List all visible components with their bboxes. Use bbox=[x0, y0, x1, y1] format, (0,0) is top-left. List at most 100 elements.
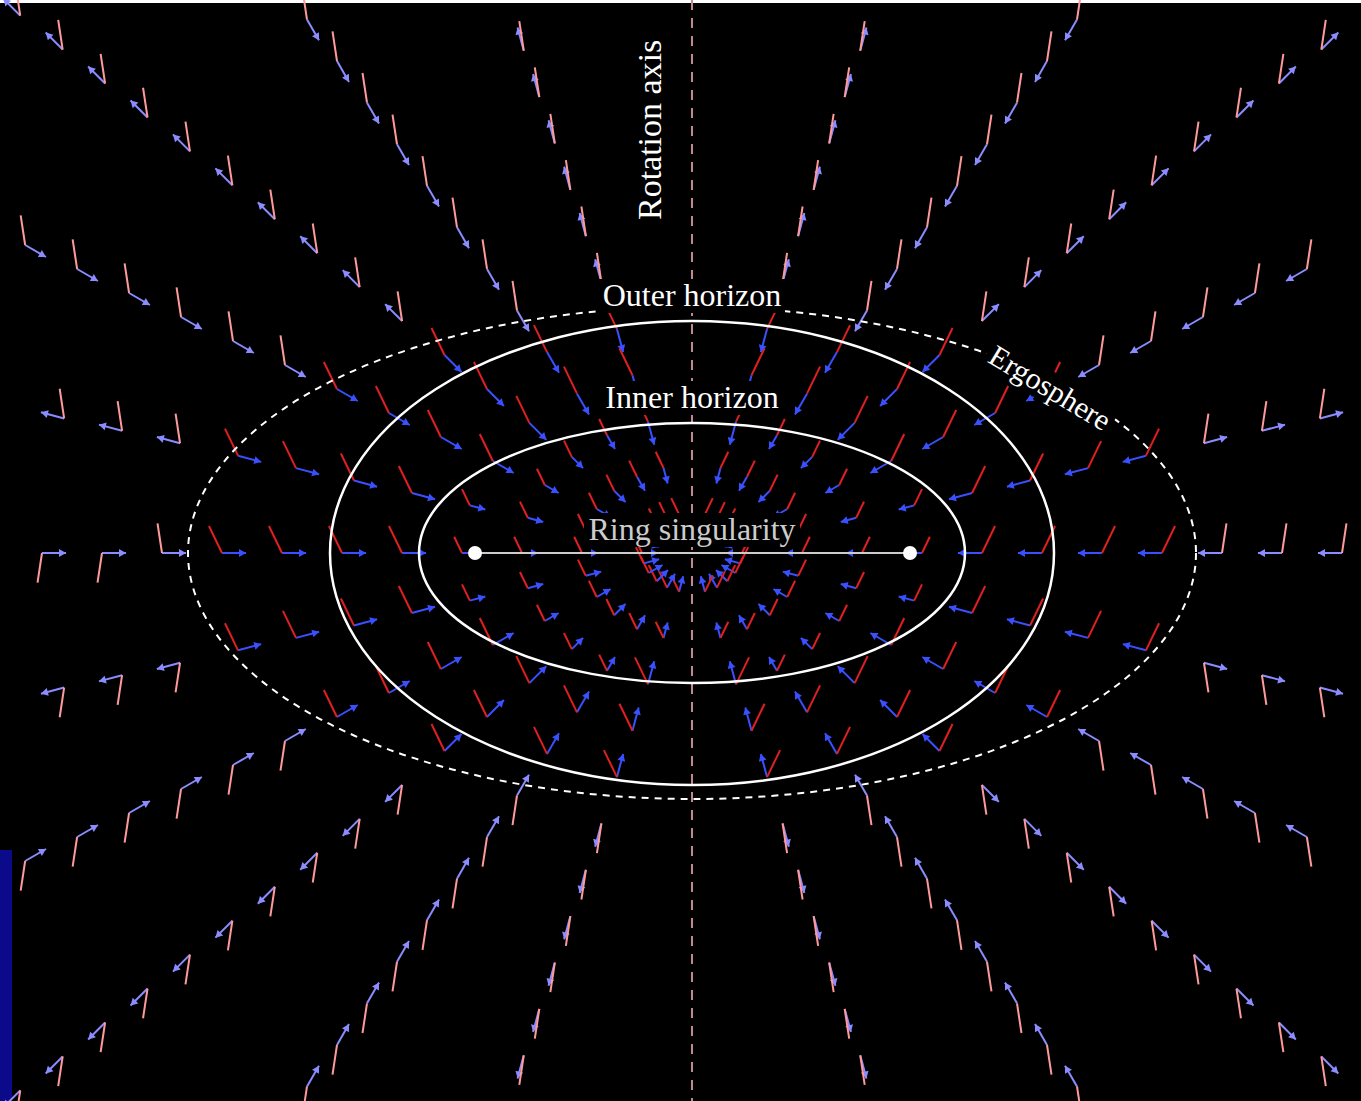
arrow-head bbox=[432, 199, 439, 207]
arrow-head bbox=[539, 666, 547, 674]
time-direction bbox=[393, 962, 397, 992]
arrow-head bbox=[359, 549, 366, 557]
null-ray bbox=[1026, 705, 1047, 717]
arrow-head bbox=[1078, 370, 1086, 377]
arrow-head bbox=[654, 565, 662, 572]
time-direction bbox=[807, 367, 820, 394]
time-direction bbox=[720, 622, 728, 638]
time-direction bbox=[1077, 0, 1081, 20]
time-direction bbox=[982, 785, 986, 815]
time-direction bbox=[333, 31, 337, 61]
null-ray bbox=[922, 657, 943, 669]
time-direction bbox=[897, 837, 901, 867]
arrow-head bbox=[638, 483, 645, 491]
arrow-head bbox=[343, 270, 351, 278]
null-ray bbox=[307, 1066, 319, 1087]
arrow-head bbox=[1246, 100, 1254, 108]
time-direction bbox=[229, 311, 233, 341]
arrow-head bbox=[1182, 777, 1190, 784]
time-direction bbox=[656, 452, 664, 468]
arrow-head bbox=[253, 456, 261, 464]
time-direction bbox=[428, 410, 441, 437]
arrow-head bbox=[1065, 630, 1073, 638]
time-direction bbox=[363, 1003, 367, 1033]
time-direction bbox=[519, 1055, 523, 1085]
time-direction bbox=[423, 156, 427, 186]
time-direction bbox=[1047, 1045, 1051, 1075]
time-direction bbox=[537, 605, 545, 621]
null-ray bbox=[129, 293, 150, 305]
arrow-head bbox=[759, 344, 767, 352]
time-direction bbox=[1017, 73, 1021, 103]
time-direction bbox=[783, 253, 787, 283]
arrow-head bbox=[974, 418, 982, 425]
time-direction bbox=[1088, 441, 1101, 468]
arrow-head bbox=[342, 1024, 349, 1032]
time-direction bbox=[60, 688, 64, 718]
null-ray bbox=[487, 700, 504, 717]
arrow-head bbox=[949, 605, 957, 613]
arrow-head bbox=[402, 681, 410, 688]
arrow-head bbox=[372, 115, 379, 123]
time-direction bbox=[837, 727, 850, 754]
arrow-head bbox=[870, 633, 878, 640]
time-direction bbox=[1047, 690, 1060, 717]
time-direction bbox=[860, 1055, 864, 1085]
time-direction bbox=[656, 622, 664, 638]
arrow-head bbox=[90, 825, 98, 832]
time-direction bbox=[867, 281, 871, 311]
time-direction bbox=[807, 685, 820, 712]
time-direction bbox=[1099, 741, 1103, 771]
time-direction bbox=[597, 823, 601, 853]
null-ray bbox=[233, 753, 254, 765]
singularity-dot bbox=[468, 546, 482, 560]
arrow-head bbox=[142, 801, 150, 808]
arrow-head bbox=[492, 816, 499, 824]
time-direction bbox=[118, 401, 122, 431]
arrow-head bbox=[758, 604, 766, 612]
null-ray bbox=[427, 899, 439, 920]
horizon-label: Inner horizon bbox=[601, 381, 782, 415]
arrow-head bbox=[1161, 930, 1169, 938]
arrow-head bbox=[603, 589, 611, 596]
arrow-head bbox=[975, 941, 982, 949]
time-direction bbox=[324, 362, 337, 389]
arrow-head bbox=[1018, 549, 1025, 557]
time-direction bbox=[1102, 526, 1115, 553]
arrow-head bbox=[838, 666, 846, 674]
time-direction bbox=[845, 1009, 849, 1039]
time-direction bbox=[1146, 429, 1159, 456]
null-ray bbox=[1182, 777, 1203, 789]
time-direction bbox=[483, 239, 487, 269]
arrow-head bbox=[343, 828, 351, 836]
arrow-head bbox=[714, 476, 722, 484]
time-direction bbox=[802, 537, 810, 553]
arrow-head bbox=[1123, 456, 1131, 464]
axis-label: Rotation axis bbox=[632, 36, 668, 224]
time-direction bbox=[462, 489, 470, 505]
arrow-head bbox=[522, 775, 529, 783]
time-direction bbox=[943, 642, 956, 669]
time-direction bbox=[914, 584, 922, 600]
null-ray bbox=[838, 666, 855, 683]
arrow-head bbox=[991, 304, 999, 312]
arrow-head bbox=[783, 570, 791, 578]
time-direction bbox=[303, 1086, 307, 1101]
time-direction bbox=[564, 441, 572, 457]
time-direction bbox=[324, 690, 337, 717]
null-ray bbox=[337, 1024, 349, 1045]
null-ray bbox=[885, 816, 897, 837]
arrow-head bbox=[342, 74, 349, 82]
null-ray bbox=[795, 692, 807, 713]
arrow-head bbox=[1234, 298, 1242, 305]
time-direction bbox=[1236, 88, 1240, 118]
arrow-head bbox=[721, 565, 729, 572]
time-direction bbox=[125, 813, 129, 843]
null-ray bbox=[337, 61, 349, 82]
arrow-head bbox=[492, 282, 499, 290]
arrow-head bbox=[1078, 549, 1085, 557]
null-ray bbox=[769, 657, 777, 671]
time-direction bbox=[341, 454, 354, 481]
time-direction bbox=[599, 419, 607, 435]
